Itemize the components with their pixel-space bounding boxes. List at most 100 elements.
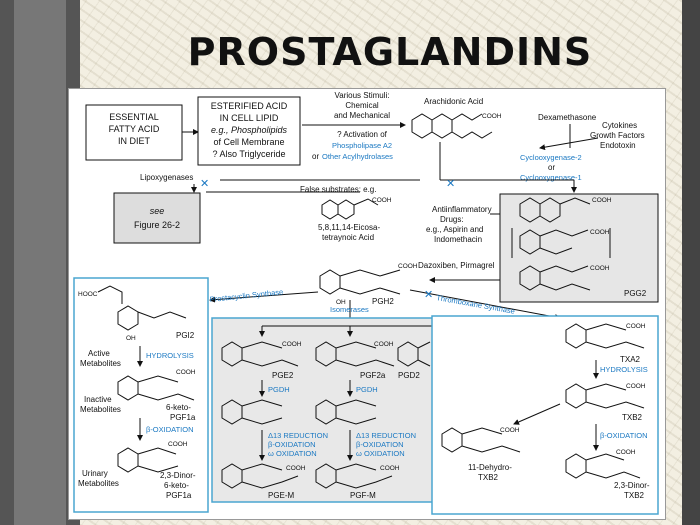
txb2-structure <box>565 383 645 409</box>
urinary-line-1: Urinary <box>82 469 108 478</box>
esterified-line-4: of Cell Membrane <box>213 137 284 147</box>
figure-label: Figure 26-2 <box>134 220 180 230</box>
essential-line-2: FATTY ACID <box>109 124 160 134</box>
dehydro-line-2: TXB2 <box>478 473 499 482</box>
eicosa-line-2: tetraynoic Acid <box>322 233 374 242</box>
pgi2-hooc: HOOC <box>78 291 98 298</box>
cox2-label: Cyclooxygenase-2 <box>520 153 582 162</box>
arrow-to-thromboxane <box>409 289 561 321</box>
pgh2-cooh: COOH <box>398 263 418 270</box>
pge2-cooh: COOH <box>282 341 302 348</box>
pgg2-structure-mid <box>511 228 611 258</box>
dehydro-structure <box>441 427 521 453</box>
lipoxygenases-label: Lipoxygenases <box>140 173 193 182</box>
esterified-acid-box <box>197 96 301 166</box>
pgfm-label: PGF-M <box>350 491 376 500</box>
right-decor-strip <box>682 0 700 525</box>
pgg2-cooh-1: COOH <box>592 197 612 204</box>
dinor-1-line-2: 6-keto- <box>164 481 189 490</box>
dazoxiben-label: Dazoxiben, Pirmagrel <box>418 261 495 270</box>
stimuli-line-3: and Mechanical <box>334 111 390 120</box>
cox1-label: Cyclooxygenase-1 <box>520 173 582 182</box>
eicosa-cooh: COOH <box>372 197 392 204</box>
isomerases-label: Isomerases <box>330 305 369 314</box>
isomerase-panel <box>211 317 435 503</box>
reduction-2-line-3: ω OXIDATION <box>356 449 405 458</box>
inhibit-x-1: ✕ <box>200 178 209 190</box>
pgdh-2-label: PGDH <box>356 385 378 394</box>
thromboxane-panel <box>431 315 659 515</box>
pgg2-cooh-2: COOH <box>590 229 610 236</box>
antiinflam-line-3: e.g., Aspirin and <box>426 225 483 234</box>
pge2-structure <box>221 341 299 367</box>
dexamethasone-label: Dexamethasone <box>538 113 597 122</box>
hydrolysis-2-label: HYDROLYSIS <box>600 365 648 374</box>
pgf2a-label: PGF2a <box>360 371 386 380</box>
stimuli-line-1: Various Stimuli: <box>335 91 390 100</box>
slide-title: PROSTAGLANDINS <box>187 30 593 74</box>
arrow-cytokines <box>539 137 599 151</box>
reduction-1-line-3: ω OXIDATION <box>268 449 317 458</box>
pgem-structure <box>221 463 299 489</box>
dinor-2-structure <box>565 453 641 479</box>
esterified-line-2: IN CELL LIPID <box>220 113 279 123</box>
boxidation-1-label: β-OXIDATION <box>146 425 194 434</box>
inactive-line-2: Metabolites <box>80 405 121 414</box>
reduction-1-line-1: Δ13 REDUCTION <box>268 431 328 440</box>
urinary-line-2: Metabolites <box>78 479 119 488</box>
pgf2a-cooh: COOH <box>374 341 394 348</box>
pgh2-structure <box>319 269 401 295</box>
pgd2-label: PGD2 <box>398 371 420 380</box>
dinor-1-line-3: PGF1a <box>166 491 192 500</box>
antiinflam-line-1: Antiinflammatory <box>432 205 492 214</box>
txa2-structure <box>565 323 645 349</box>
pgfm-structure <box>315 463 393 489</box>
arrow-to-dehydro <box>513 403 561 425</box>
see-label: see <box>150 206 165 216</box>
pgem-label: PGE-M <box>268 491 295 500</box>
activation-label: ? Activation of <box>337 130 388 139</box>
esterified-line-1: ESTERIFIED ACID <box>211 101 288 111</box>
pgg2-box <box>499 193 659 303</box>
pgf2a-metab-structure <box>315 399 377 425</box>
stimuli-line-2: Chemical <box>345 101 379 110</box>
txa2-cooh: COOH <box>626 323 646 330</box>
txb2-label: TXB2 <box>622 413 643 422</box>
pge2-metab-structure <box>221 399 283 425</box>
essential-line-3: IN DIET <box>118 136 151 146</box>
keto-cooh: COOH <box>176 369 196 376</box>
left-decor-strip-inner <box>14 0 66 525</box>
reduction-2-line-1: Δ13 REDUCTION <box>356 431 416 440</box>
inactive-line-1: Inactive <box>84 395 112 404</box>
cytokines-line-3: Endotoxin <box>600 141 636 150</box>
prostacyclin-synthase-label: Prostacyclin Synthase <box>209 287 283 304</box>
arrow-to-prostacyclin <box>209 291 319 303</box>
pgg2-structure-bottom <box>519 265 591 291</box>
arachidonic-acid-label: Arachidonic Acid <box>424 97 483 106</box>
see-figure-box <box>113 192 201 244</box>
other-acylhydrolases-label: Other Acylhydrolases <box>322 152 393 161</box>
dinor-2-cooh: COOH <box>616 449 636 456</box>
dehydro-line-1: 11-Dehydro- <box>468 463 512 472</box>
pgi2-oh: OH <box>126 335 136 342</box>
dehydro-cooh: COOH <box>500 427 520 434</box>
essential-fatty-acid-box <box>85 104 183 161</box>
reduction-1-line-2: β-OXIDATION <box>268 440 316 449</box>
antiinflam-line-4: Indomethacin <box>434 235 482 244</box>
pgi2-structure <box>97 285 187 331</box>
reduction-2-line-2: β-OXIDATION <box>356 440 404 449</box>
cytokines-line-2: Growth Factors <box>590 131 645 140</box>
arachidonic-acid-structure <box>411 113 493 139</box>
pge2-label: PGE2 <box>272 371 294 380</box>
active-line-2: Metabolites <box>80 359 121 368</box>
essential-line-1: ESSENTIAL <box>109 112 159 122</box>
eicosatetraynoic-structure <box>321 198 379 220</box>
pgg2-label: PGG2 <box>624 289 647 298</box>
pgf2a-structure <box>315 341 395 367</box>
eicosa-line-1: 5,8,11,14-Eicosa- <box>318 223 380 232</box>
inhibit-x-3: ✕ <box>424 289 433 301</box>
dinor-2-line-1: 2,3-Dinor- <box>614 481 650 490</box>
keto-line-2: PGF1a <box>170 413 196 422</box>
phospholipase-label: Phospholipase A2 <box>332 141 392 150</box>
